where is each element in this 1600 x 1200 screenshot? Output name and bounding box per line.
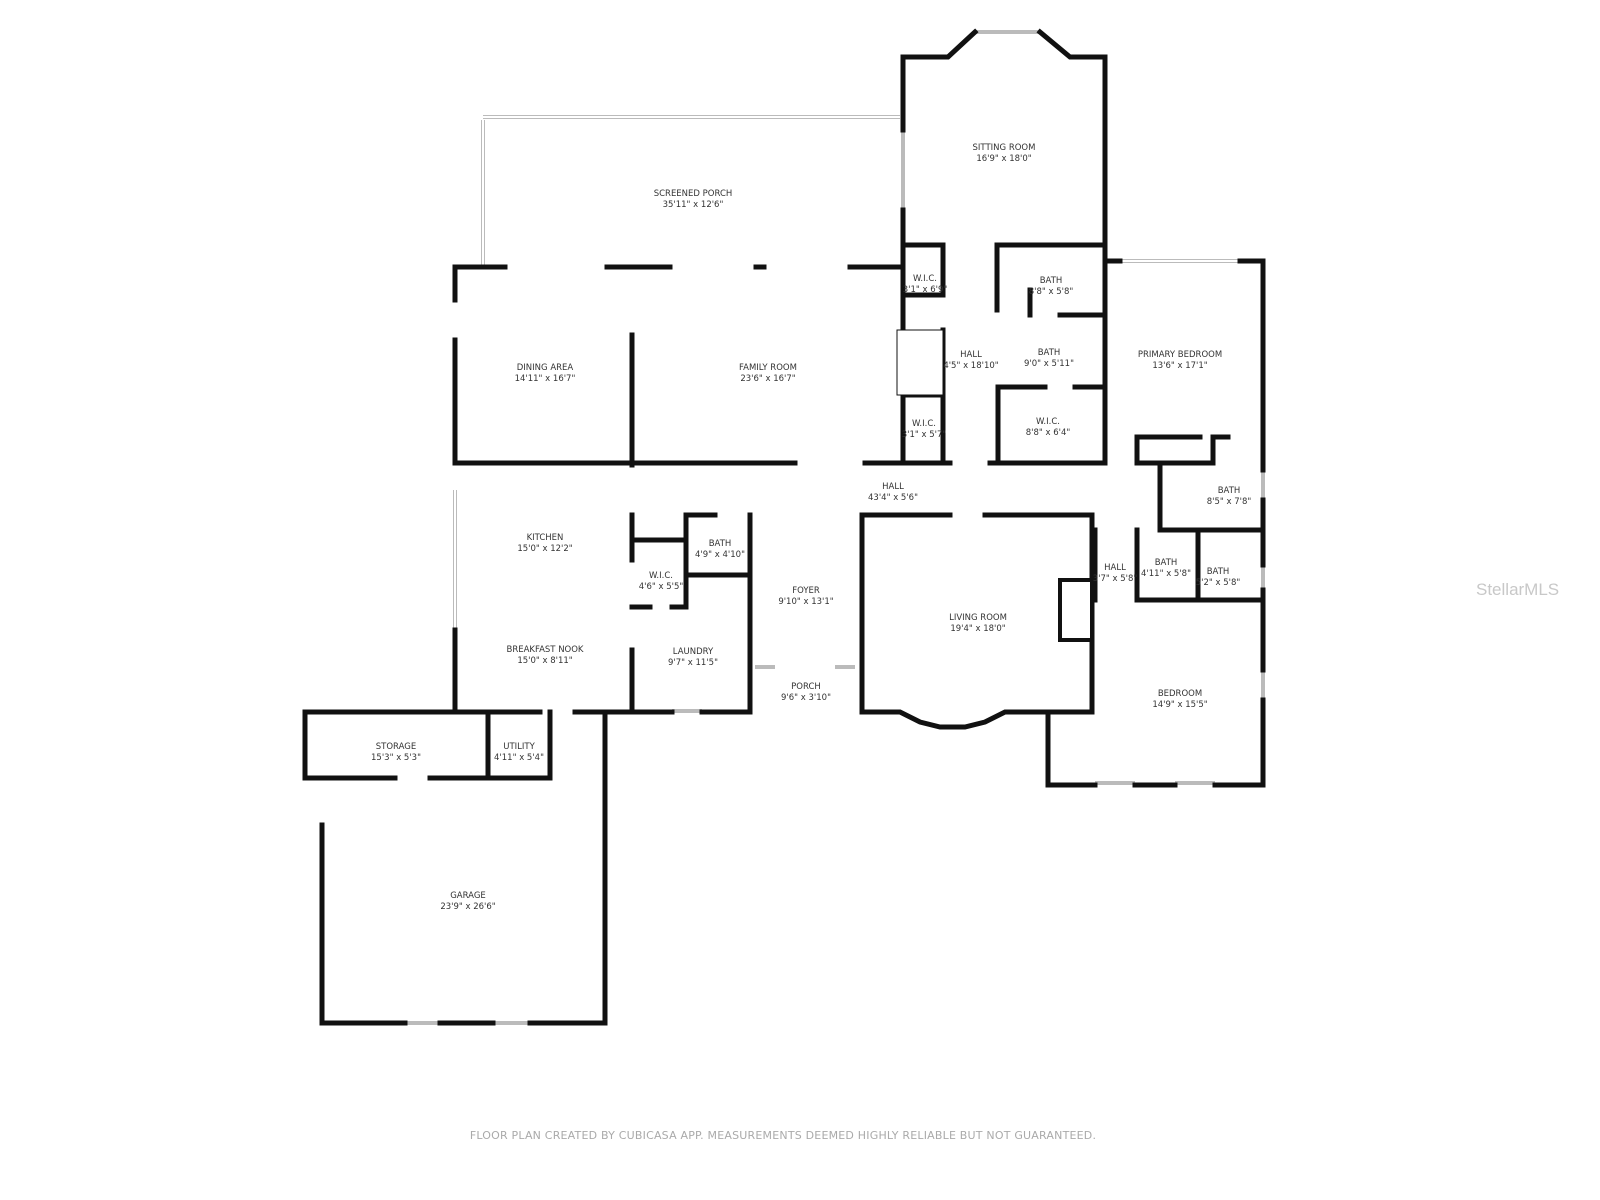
room-name: HALL [960, 350, 982, 360]
room-dims: 4'6" x 5'5" [639, 582, 684, 592]
room-name: BEDROOM [1158, 689, 1202, 699]
room-name: STORAGE [376, 742, 416, 752]
room-dims: 23'9" x 26'6" [440, 902, 495, 912]
room-dims: 9'6" x 3'10" [781, 693, 831, 703]
walls [302, 28, 1266, 1026]
room-dims: 19'4" x 18'0" [950, 624, 1005, 634]
room-name: GARAGE [450, 891, 486, 901]
room-name: BATH [709, 539, 732, 549]
room-dims: 9'10" x 13'1" [778, 597, 833, 607]
room-name: BREAKFAST NOOK [506, 645, 583, 655]
room-name: BATH [1040, 276, 1063, 286]
room-name: HALL [1104, 563, 1126, 573]
room-name: BATH [1218, 486, 1241, 496]
room-dims: 15'0" x 8'11" [517, 656, 572, 666]
room-name: BATH [1155, 558, 1178, 568]
room-name: PORCH [791, 682, 821, 692]
room-name: BATH [1038, 348, 1061, 358]
room-dims: 43'4" x 5'6" [868, 493, 918, 503]
room-dims: 14'11" x 16'7" [515, 374, 576, 384]
room-name: SITTING ROOM [973, 143, 1036, 153]
room-dims: 8'8" x 6'4" [1026, 428, 1071, 438]
room-dims: 8'8" x 5'8" [1029, 287, 1074, 297]
room-dims: 15'0" x 12'2" [517, 544, 572, 554]
room-name: LAUNDRY [673, 647, 714, 657]
room-name: DINING AREA [517, 363, 574, 373]
room-name: W.I.C. [649, 571, 673, 581]
room-dims: 9'0" x 5'11" [1024, 359, 1074, 369]
room-name: PRIMARY BEDROOM [1138, 350, 1222, 360]
room-dims: 4'11" x 5'8" [1141, 569, 1191, 579]
room-dims: 3'1" x 5'7" [902, 430, 947, 440]
room-dims: 9'7" x 11'5" [668, 658, 718, 668]
room-dims: 5'2" x 5'8" [1196, 578, 1241, 588]
room-name: FOYER [792, 586, 820, 596]
room-name: BATH [1207, 567, 1230, 577]
room-dims: 35'11" x 12'6" [663, 200, 724, 210]
footer-disclaimer: FLOOR PLAN CREATED BY CUBICASA APP. MEAS… [469, 1129, 1097, 1142]
room-dims: 4'9" x 4'10" [695, 550, 745, 560]
room-dims: 16'9" x 18'0" [976, 154, 1031, 164]
room-dims: 14'9" x 15'5" [1152, 700, 1207, 710]
room-labels: SCREENED PORCH 35'11" x 12'6" SITTING RO… [371, 143, 1251, 912]
room-dims: 4'5" x 18'10" [943, 361, 998, 371]
room-dims: 15'3" x 5'3" [371, 753, 421, 763]
room-name: FAMILY ROOM [739, 363, 797, 373]
room-name: KITCHEN [527, 533, 564, 543]
room-dims: 3'7" x 5'8" [1093, 574, 1138, 584]
room-name: W.I.C. [912, 419, 936, 429]
room-name: SCREENED PORCH [654, 189, 733, 199]
room-dims: 3'1" x 6'9" [903, 285, 948, 295]
room-name: UTILITY [503, 742, 535, 752]
room-dims: 23'6" x 16'7" [740, 374, 795, 384]
room-dims: 13'6" x 17'1" [1152, 361, 1207, 371]
watermark: StellarMLS [1476, 580, 1560, 599]
room-name: W.I.C. [913, 274, 937, 284]
room-dims: 4'11" x 5'4" [494, 753, 544, 763]
room-name: LIVING ROOM [949, 613, 1007, 623]
room-name: W.I.C. [1036, 417, 1060, 427]
room-name: HALL [882, 482, 904, 492]
windows [405, 30, 1265, 1025]
room-dims: 8'5" x 7'8" [1207, 497, 1252, 507]
